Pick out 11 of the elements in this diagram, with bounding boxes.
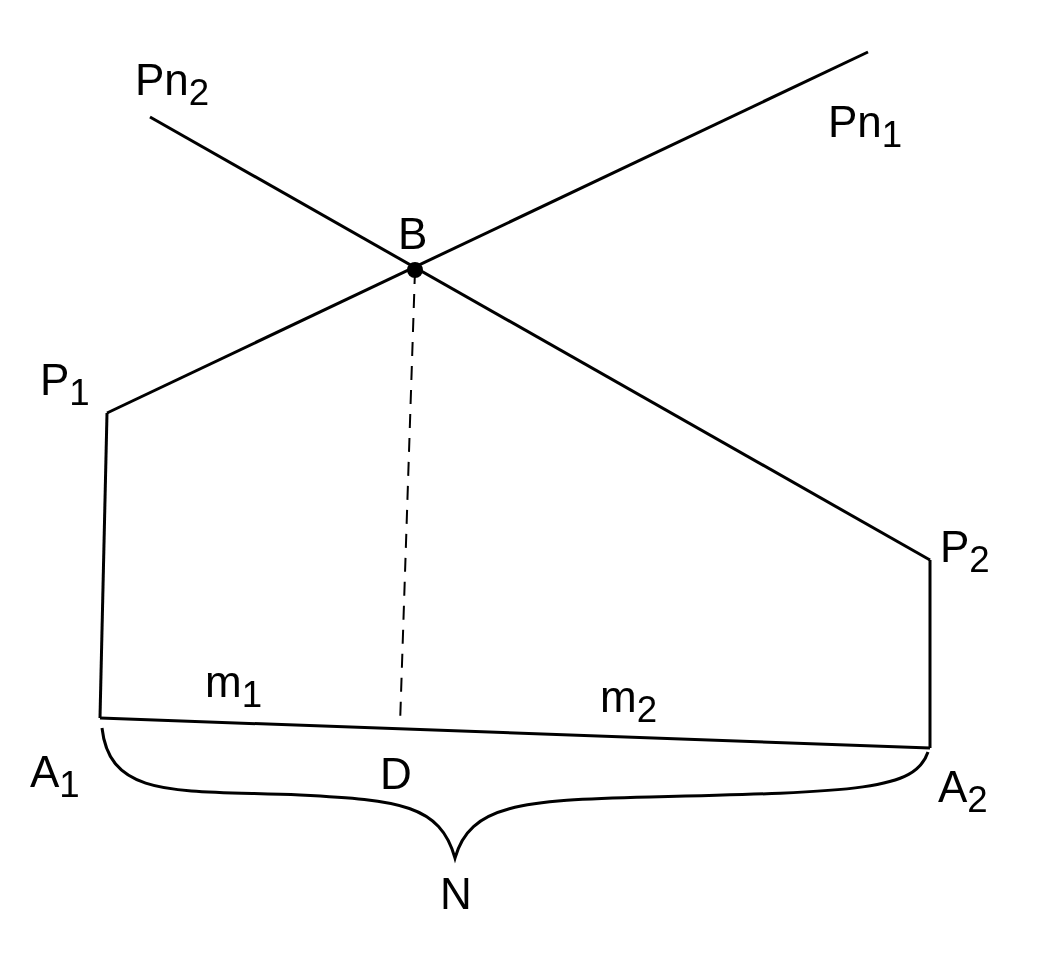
point-label: A$_{1}$ (30, 750, 80, 804)
point-label: P$_{2}$ (940, 525, 990, 579)
point-label: N (440, 872, 472, 916)
point-label: m$_{2}$ (600, 675, 658, 729)
point-label: Pn$_{1}$ (828, 100, 903, 154)
point-label: P$_{1}$ (40, 358, 90, 412)
point-label: m$_{1}$ (205, 660, 263, 714)
point-label: D (380, 752, 412, 796)
point-label: A$_{2}$ (938, 765, 988, 819)
point-label: B (398, 212, 428, 256)
point-label: Pn$_{2}$ (135, 58, 210, 112)
